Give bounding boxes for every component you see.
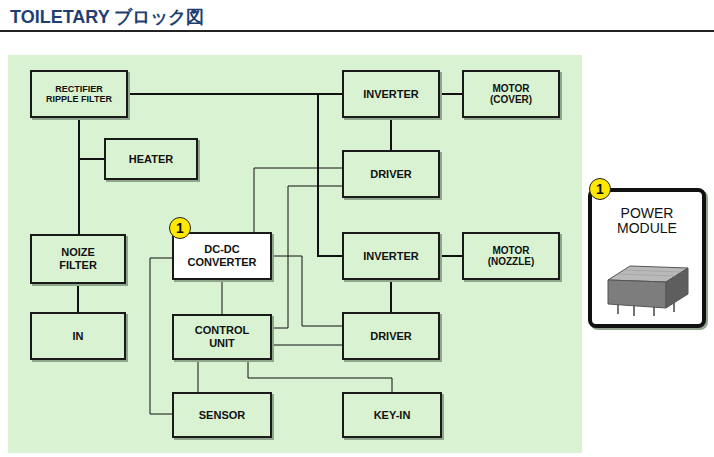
signal-line <box>198 360 199 392</box>
node-label: INVERTER <box>363 88 419 101</box>
callout-text: 1 <box>176 220 184 236</box>
signal-line <box>440 255 462 257</box>
signal-line <box>390 280 392 312</box>
node-label: MOTOR (COVER) <box>476 83 546 106</box>
signal-line <box>440 93 462 95</box>
module-side-face <box>666 268 688 308</box>
node-label: RECTIFIER RIPPLE FILTER <box>41 84 117 105</box>
module-ribs <box>618 270 682 276</box>
signal-line <box>272 345 342 346</box>
signal-line <box>150 258 172 414</box>
node-label: KEY-IN <box>374 409 411 422</box>
node-label: MOTOR (NOZZLE) <box>476 245 546 268</box>
signal-line <box>222 280 223 314</box>
inverter-box: INVERTER <box>342 232 440 280</box>
diagram-title: TOILETARY ブロック図 <box>10 5 204 29</box>
callout-number: 1 <box>589 178 611 200</box>
power-module-illustration <box>604 258 692 320</box>
inverter-box: INVERTER <box>342 70 440 118</box>
heater-box: HEATER <box>104 138 198 180</box>
module-front-face <box>608 280 666 308</box>
motor-box: MOTOR (NOZZLE) <box>462 232 560 280</box>
module-panel: POWER MODULE <box>588 188 706 328</box>
input-box: IN <box>30 312 126 360</box>
control-box: CONTROL UNIT <box>172 314 272 360</box>
node-label: IN <box>73 330 84 343</box>
node-label: NOIZE FILTER <box>43 246 113 271</box>
driver-box: DRIVER <box>342 312 440 360</box>
signal-line <box>78 118 80 234</box>
signal-line <box>77 284 79 312</box>
node-label: SENSOR <box>199 409 245 422</box>
signal-line <box>254 168 342 232</box>
driver-box: DRIVER <box>342 150 440 198</box>
callout-text: 1 <box>596 181 604 197</box>
node-label: DRIVER <box>370 168 412 181</box>
node-label: DC-DC CONVERTER <box>182 243 262 268</box>
signal-line <box>272 186 342 328</box>
filter-box: NOIZE FILTER <box>30 234 126 284</box>
signal-line <box>79 118 104 159</box>
node-label: CONTROL UNIT <box>187 324 257 349</box>
keyin-box: KEY-IN <box>342 392 442 438</box>
motor-box: MOTOR (COVER) <box>462 70 560 118</box>
callout-number: 1 <box>169 217 191 239</box>
signal-line <box>272 256 342 326</box>
node-label: HEATER <box>129 153 173 166</box>
node-label: INVERTER <box>363 250 419 263</box>
signal-line <box>390 118 392 150</box>
node-label: POWER MODULE <box>597 206 697 235</box>
sensor-box: SENSOR <box>172 392 272 438</box>
signal-line <box>248 360 392 392</box>
title-underline <box>0 30 714 32</box>
filter-box: RECTIFIER RIPPLE FILTER <box>30 70 128 118</box>
converter-box: DC-DC CONVERTER <box>172 232 272 280</box>
node-label: DRIVER <box>370 330 412 343</box>
